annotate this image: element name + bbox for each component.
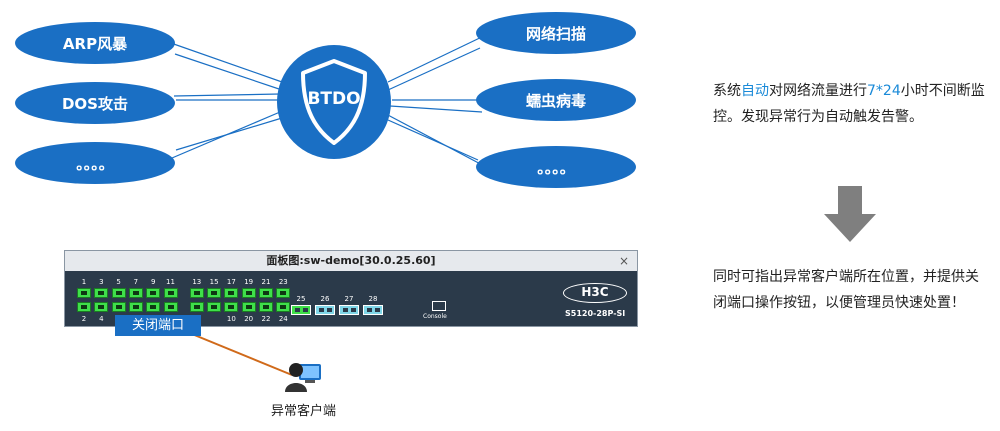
port-number: 11 xyxy=(166,278,175,286)
port-number: 21 xyxy=(261,278,271,286)
node-label: 。。。。 xyxy=(537,158,575,177)
sfp-number: 28 xyxy=(368,295,378,303)
port-number: 24 xyxy=(278,315,288,323)
port-number: 10 xyxy=(226,315,236,323)
ethernet-port[interactable] xyxy=(77,288,91,298)
model-label: S5120-28P-SI xyxy=(565,309,626,318)
ethernet-port[interactable] xyxy=(111,302,126,312)
ethernet-port[interactable] xyxy=(241,302,256,312)
brand-logo: H3C xyxy=(563,283,627,303)
node-label: DOS攻击 xyxy=(61,94,128,113)
close-port-button[interactable]: 关闭端口 xyxy=(115,315,201,336)
ethernet-port[interactable] xyxy=(146,302,161,312)
sfp-port[interactable] xyxy=(315,305,335,315)
ethernet-port[interactable] xyxy=(146,288,161,298)
port-number: 9 xyxy=(150,278,156,286)
port-number: 22 xyxy=(261,315,271,323)
ethernet-port[interactable] xyxy=(207,288,222,298)
sfp-port[interactable] xyxy=(363,305,383,315)
port-number: 4 xyxy=(99,315,104,323)
sfp-number: 27 xyxy=(344,295,354,303)
ethernet-port[interactable] xyxy=(128,302,143,312)
node-network-scan: 网络扫描 xyxy=(476,12,636,54)
sfp-port[interactable] xyxy=(291,305,311,315)
port-number: 15 xyxy=(209,278,219,286)
ethernet-port[interactable] xyxy=(276,302,291,312)
console-label: Console xyxy=(423,313,447,320)
hub-label: BTDO xyxy=(307,89,361,109)
ethernet-port[interactable] xyxy=(94,288,109,298)
console-port[interactable] xyxy=(432,301,446,311)
ethernet-port[interactable] xyxy=(224,302,239,312)
sfp-number: 26 xyxy=(320,295,330,303)
ethernet-port[interactable] xyxy=(163,288,178,298)
ethernet-port[interactable] xyxy=(189,302,204,312)
port-number: 5 xyxy=(116,278,121,286)
port-number: 19 xyxy=(244,278,254,286)
port-number: 1 xyxy=(81,278,87,286)
ethernet-port[interactable] xyxy=(276,288,291,298)
ethernet-port[interactable] xyxy=(259,302,273,312)
down-arrow-icon xyxy=(824,186,876,242)
client-label: 异常客户端 xyxy=(271,404,337,419)
node-label: ARP风暴 xyxy=(62,34,128,53)
sfp-number: 25 xyxy=(296,295,306,303)
port-number: 3 xyxy=(99,278,104,286)
node-dos-attack: DOS攻击 xyxy=(15,82,175,124)
close-icon[interactable]: × xyxy=(618,254,629,268)
port-number: 17 xyxy=(226,278,236,286)
node-label: 蠕虫病毒 xyxy=(525,91,586,110)
ethernet-port[interactable] xyxy=(77,302,91,312)
port-number: 13 xyxy=(192,278,202,286)
port-number: 2 xyxy=(81,315,87,323)
shield-icon xyxy=(301,59,367,145)
node-more-left: 。。。。 xyxy=(15,142,175,184)
monitoring-description: 系统自动对网络流量进行7*24小时不间断监控。发现异常行为自动触发告警。 xyxy=(713,83,985,125)
ethernet-port[interactable] xyxy=(224,288,239,298)
node-arp-storm: ARP风暴 xyxy=(15,22,175,64)
ethernet-port[interactable] xyxy=(207,302,222,312)
port-number: 23 xyxy=(278,278,288,286)
ethernet-port[interactable] xyxy=(163,302,178,312)
sfp-port[interactable] xyxy=(339,305,359,315)
locate-description: 同时可指出异常客户端所在位置，并提供关闭端口操作按钮，以便管理员快速处置！ xyxy=(713,269,979,311)
ethernet-port[interactable] xyxy=(94,302,109,312)
ethernet-port[interactable] xyxy=(111,288,126,298)
btdo-hub: BTDO xyxy=(277,45,391,159)
node-worm-virus: 蠕虫病毒 xyxy=(476,79,636,121)
ethernet-port[interactable] xyxy=(189,288,204,298)
node-label: 。。。。 xyxy=(76,154,114,173)
node-label: 网络扫描 xyxy=(525,24,586,43)
node-more-right: 。。。。 xyxy=(476,146,636,188)
port-number: 7 xyxy=(133,278,139,286)
ethernet-port[interactable] xyxy=(259,288,273,298)
ethernet-port[interactable] xyxy=(128,288,143,298)
port-number: 20 xyxy=(244,315,254,323)
ethernet-port[interactable] xyxy=(241,288,256,298)
panel-title: 面板图:sw-demo[30.0.25.60] xyxy=(65,251,637,271)
client-user-icon xyxy=(285,363,321,392)
